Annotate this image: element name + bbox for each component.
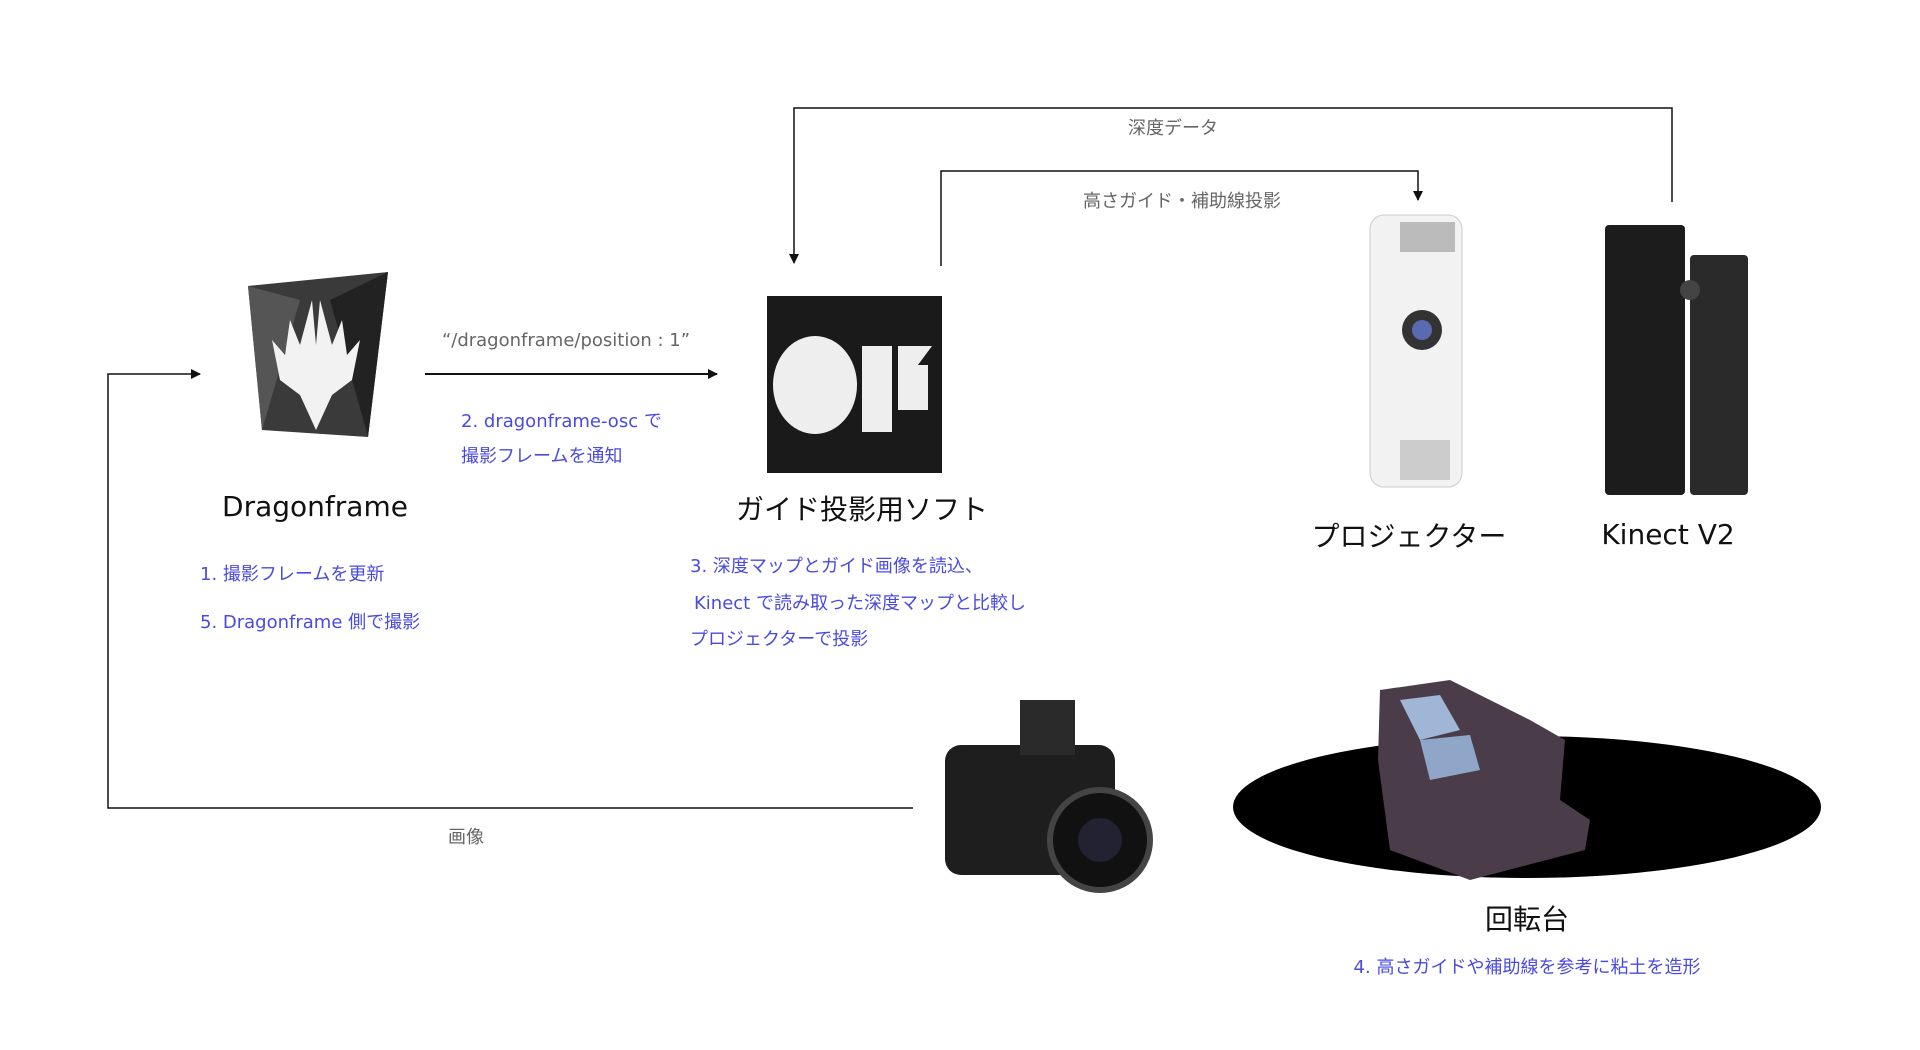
guide-software-label: ガイド投影用ソフト <box>735 493 989 526</box>
osc-note-1: 2. dragonframe-osc で <box>461 411 662 432</box>
turntable-image <box>1233 680 1821 880</box>
guide-software-note-1: 3. 深度マップとガイド画像を読込、 <box>690 556 983 577</box>
projector-label: プロジェクター <box>1311 520 1507 553</box>
dragonframe-logo <box>248 272 388 437</box>
guide-software-note-3: プロジェクターで投影 <box>690 629 869 650</box>
kinect-label: Kinect V2 <box>1601 518 1735 551</box>
dragonframe-note-2: 5. Dragonframe 側で撮影 <box>200 612 421 633</box>
projector-image <box>1369 214 1463 488</box>
image-edge-label: 画像 <box>448 827 484 848</box>
guide-projection-edge <box>940 170 1423 266</box>
depth-data-edge <box>789 107 1673 264</box>
turntable-note: 4. 高さガイドや補助線を参考に粘土を造形 <box>1353 957 1701 978</box>
depth-data-label: 深度データ <box>1128 118 1218 139</box>
turntable-label: 回転台 <box>1484 903 1570 936</box>
dragonframe-label: Dragonframe <box>222 490 408 523</box>
dragonframe-note-1: 1. 撮影フレームを更新 <box>200 564 385 585</box>
guide-software-note-2: Kinect で読み取った深度マップと比較し <box>694 593 1026 614</box>
kinect-image <box>1605 225 1748 495</box>
image-edge <box>107 369 913 809</box>
openframeworks-logo <box>767 296 942 473</box>
camera-image <box>945 700 1153 893</box>
osc-message-label: “/dragonframe/position : 1” <box>441 330 691 351</box>
osc-note-2: 撮影フレームを通知 <box>461 446 623 467</box>
guide-projection-label: 高さガイド・補助線投影 <box>1083 191 1281 212</box>
